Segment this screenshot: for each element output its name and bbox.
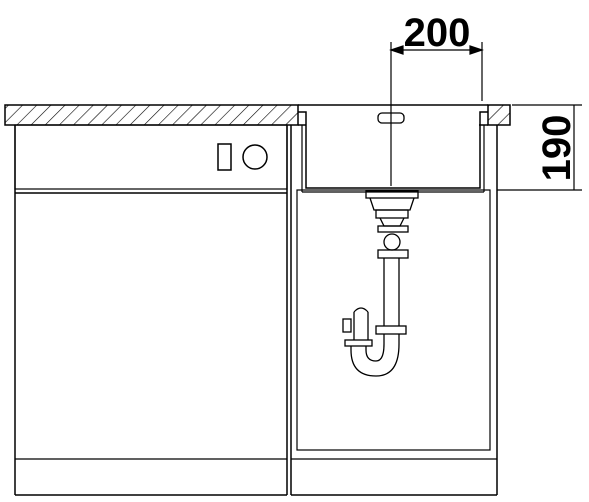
dimension-label-200: 200 — [404, 11, 471, 55]
drain-trap — [342, 190, 419, 377]
round-knob-icon — [242, 144, 268, 170]
dimension-200 — [389, 42, 484, 186]
sink-bowl — [298, 111, 488, 193]
sink-cabinet — [290, 125, 498, 496]
rectangle-control-icon — [217, 143, 232, 171]
worktop — [4, 104, 511, 126]
dimension-label-190: 190 — [535, 115, 579, 182]
dimension-190 — [497, 104, 582, 191]
left-appliance-cabinet — [14, 124, 288, 496]
